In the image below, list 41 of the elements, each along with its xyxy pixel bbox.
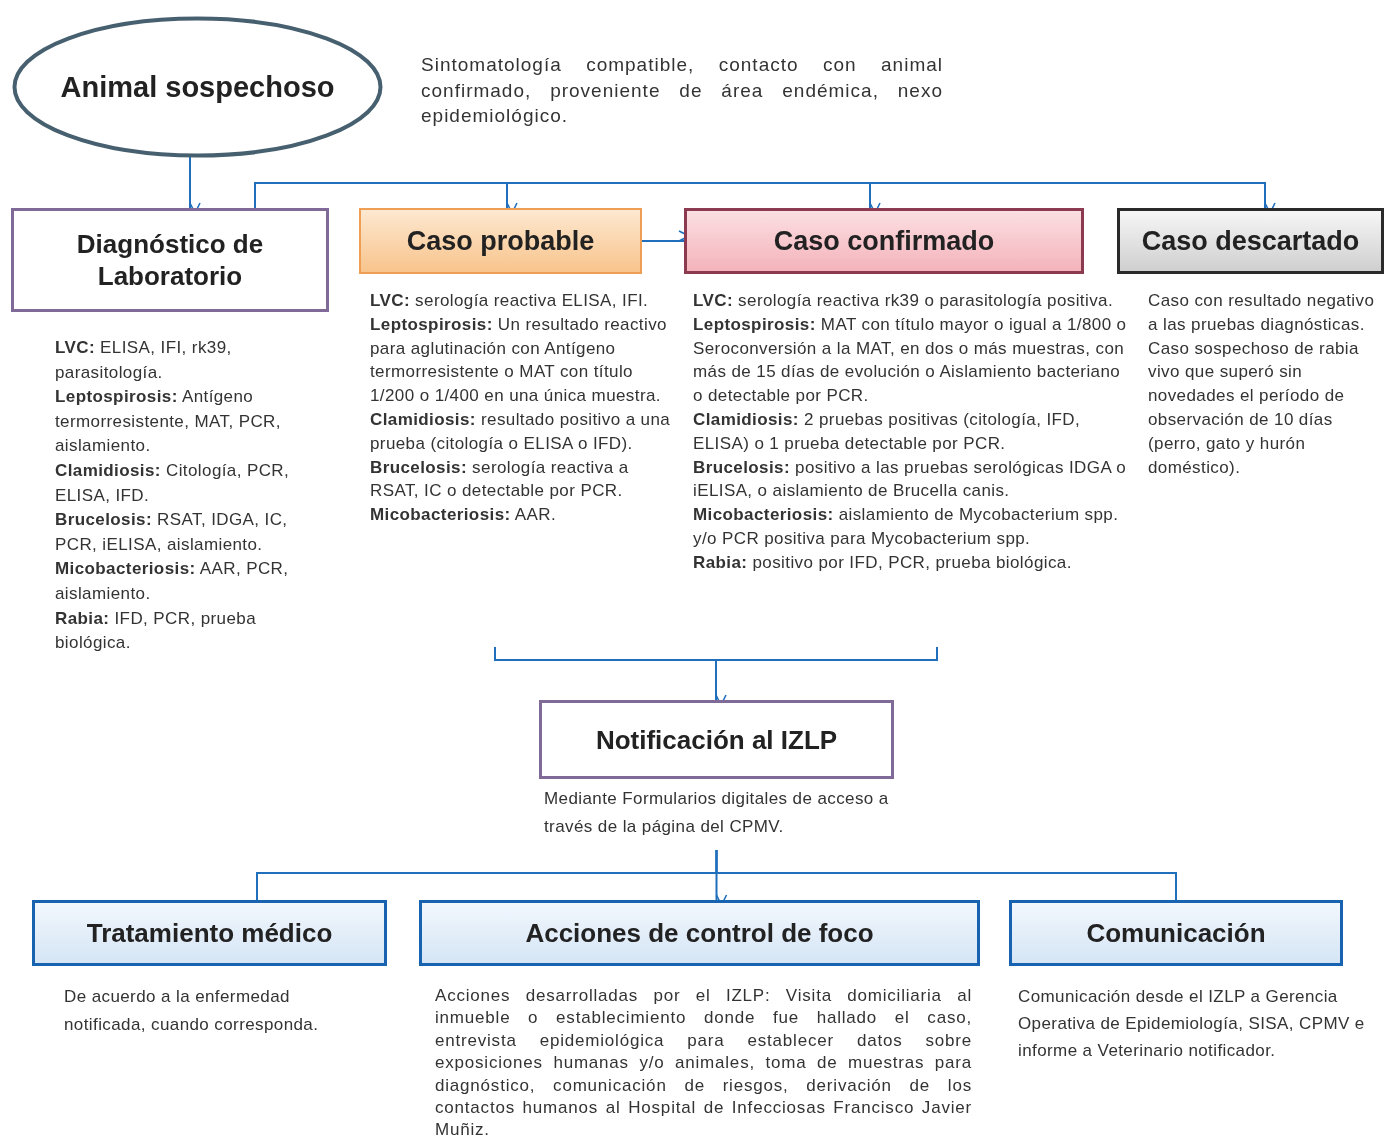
status-box [359,208,642,274]
description-text: Leptospirosis: MAT con título mayor o igual a 1/800 o Seroconversión a la MAT, en dos o más muestras, con más de 15 días de evolución o Aislamiento bacteriano o detectable por PCR. [693,313,1128,408]
description-text: LVC: serología reactiva rk39 o parasitología positiva. [693,290,1115,312]
action-box [32,900,387,966]
node-title: Animal sospechoso [60,71,335,103]
node-title: Caso probable [406,225,595,257]
status-box [684,208,1084,274]
node-title: Tratamiento médico [86,917,333,949]
description-text: Leptospirosis: Un resultado reactivo para aglutinación con Antígeno termorresistente o MAT con título 1/200 o 1/400 en una única muestra. [370,313,668,408]
description-text: LVC: serología reactiva ELISA, IFI. [370,290,650,312]
start-ellipse [12,16,383,158]
description-text: Micobacteriosis: AAR. [370,504,558,527]
action-box [419,900,980,966]
description-text: Leptospirosis: Antígeno termorresistente, MAT, PCR, aislamiento. [55,386,282,458]
description-text: Acciones desarrolladas por el IZLP: Visita domiciliaria al inmueble o establecimiento donde fue hallado el caso, entrevista epidemiológica para establecer datos sobre exposiciones humanas y/o animales, toma de muestras para diagnóstico, comunicación de riesgos, derivación de los contactos humanos al Hospital de Infecciosas Francisco Javier Muñiz. [435,985,972,1137]
description-text: Clamidiosis: Citología, PCR, ELISA, IFD. [55,459,291,507]
process-box [539,700,894,779]
description-text: De acuerdo a la enfermedad notificada, cuando corresponda. [64,986,320,1036]
node-title: Notificación al IZLP [595,723,838,756]
description-text: Sintomatología compatible, contacto con animal confirmado, proveniente de área endémica, nexo epidemiológico. [421,53,943,128]
description-text: Caso con resultado negativo a las pruebas diagnósticas. Caso sospechoso de rabia vivo que superó sin novedades el período de observación de 10 días (perro, gato y hurón doméstico). [1148,290,1376,479]
node-title: Caso descartado [1141,225,1360,257]
status-box [1117,208,1384,274]
description-text: Clamidiosis: 2 pruebas positivas (citología, IFD, ELISA) o 1 prueba detectable por PCR. [693,409,1082,455]
node-title: Diagnóstico de Laboratorio [75,228,265,292]
description-text: Rabia: IFD, PCR, prueba biológica. [55,607,257,655]
description-text: Brucelosis: positivo a las pruebas serológicas IDGA o iELISA, o aislamiento de Brucella canis. [693,456,1128,503]
description-text: Brucelosis: RSAT, IDGA, IC, PCR, iELISA, aislamiento. [55,509,289,556]
node-title: Comunicación [1086,917,1266,949]
node-title: Caso confirmado [773,225,995,257]
description-text: Mediante Formularios digitales de acceso a través de la página del CPMV. [544,788,890,838]
description-text: Micobacteriosis: aislamiento de Mycobacterium spp. y/o PCR positiva para Mycobacterium spp. [693,504,1120,550]
node-title: Acciones de control de foco [525,917,874,949]
process-box [11,208,329,312]
description-text: Rabia: positivo por IFD, PCR, prueba biológica. [693,551,1073,574]
description-text: Clamidiosis: resultado positivo a una prueba (citología o ELISA o IFD). [370,409,672,455]
description-text: Brucelosis: serología reactiva a RSAT, IC o detectable por PCR. [370,456,630,503]
description-text: Comunicación desde el IZLP a Gerencia Operativa de Epidemiología, SISA, CPMV e informe a Veterinario notificador. [1018,986,1366,1062]
action-box [1009,900,1343,966]
description-text: Micobacteriosis: AAR, PCR, aislamiento. [55,558,290,605]
description-text: LVC: ELISA, IFI, rk39, parasitología. [55,337,233,384]
